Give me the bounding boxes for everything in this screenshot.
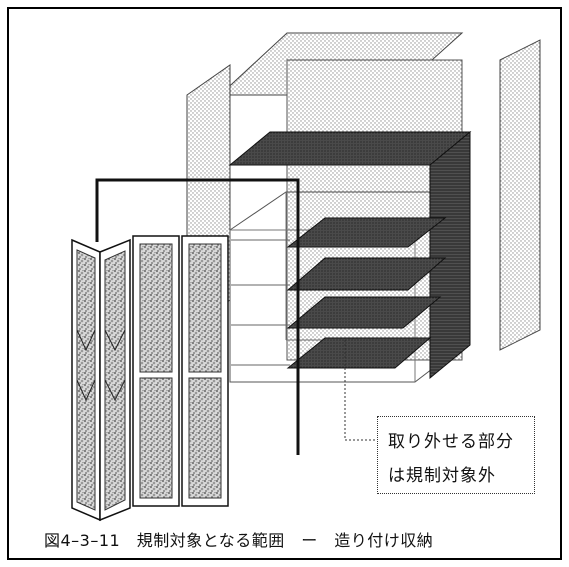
door-frame-rod [95,178,300,455]
right-side-panel [499,39,541,351]
shelf-4 [286,337,432,369]
annotation-box: 取り外せる部分 は規制対象外 [377,416,535,494]
figure-caption: 図4–3–11 規制対象となる範囲 ー 造り付け収納 [44,531,434,550]
fixed-partition [429,130,471,380]
leader-line [344,340,377,441]
figure-border [7,7,562,560]
shelf-2 [286,257,447,291]
annotation-line-1: 取り外せる部分 [388,432,514,452]
shelf-1 [286,217,447,248]
shelf-3 [286,296,442,329]
folding-doors [71,235,229,522]
annotation-line-2: は規制対象外 [388,466,496,486]
fixed-top-slab [228,131,472,166]
